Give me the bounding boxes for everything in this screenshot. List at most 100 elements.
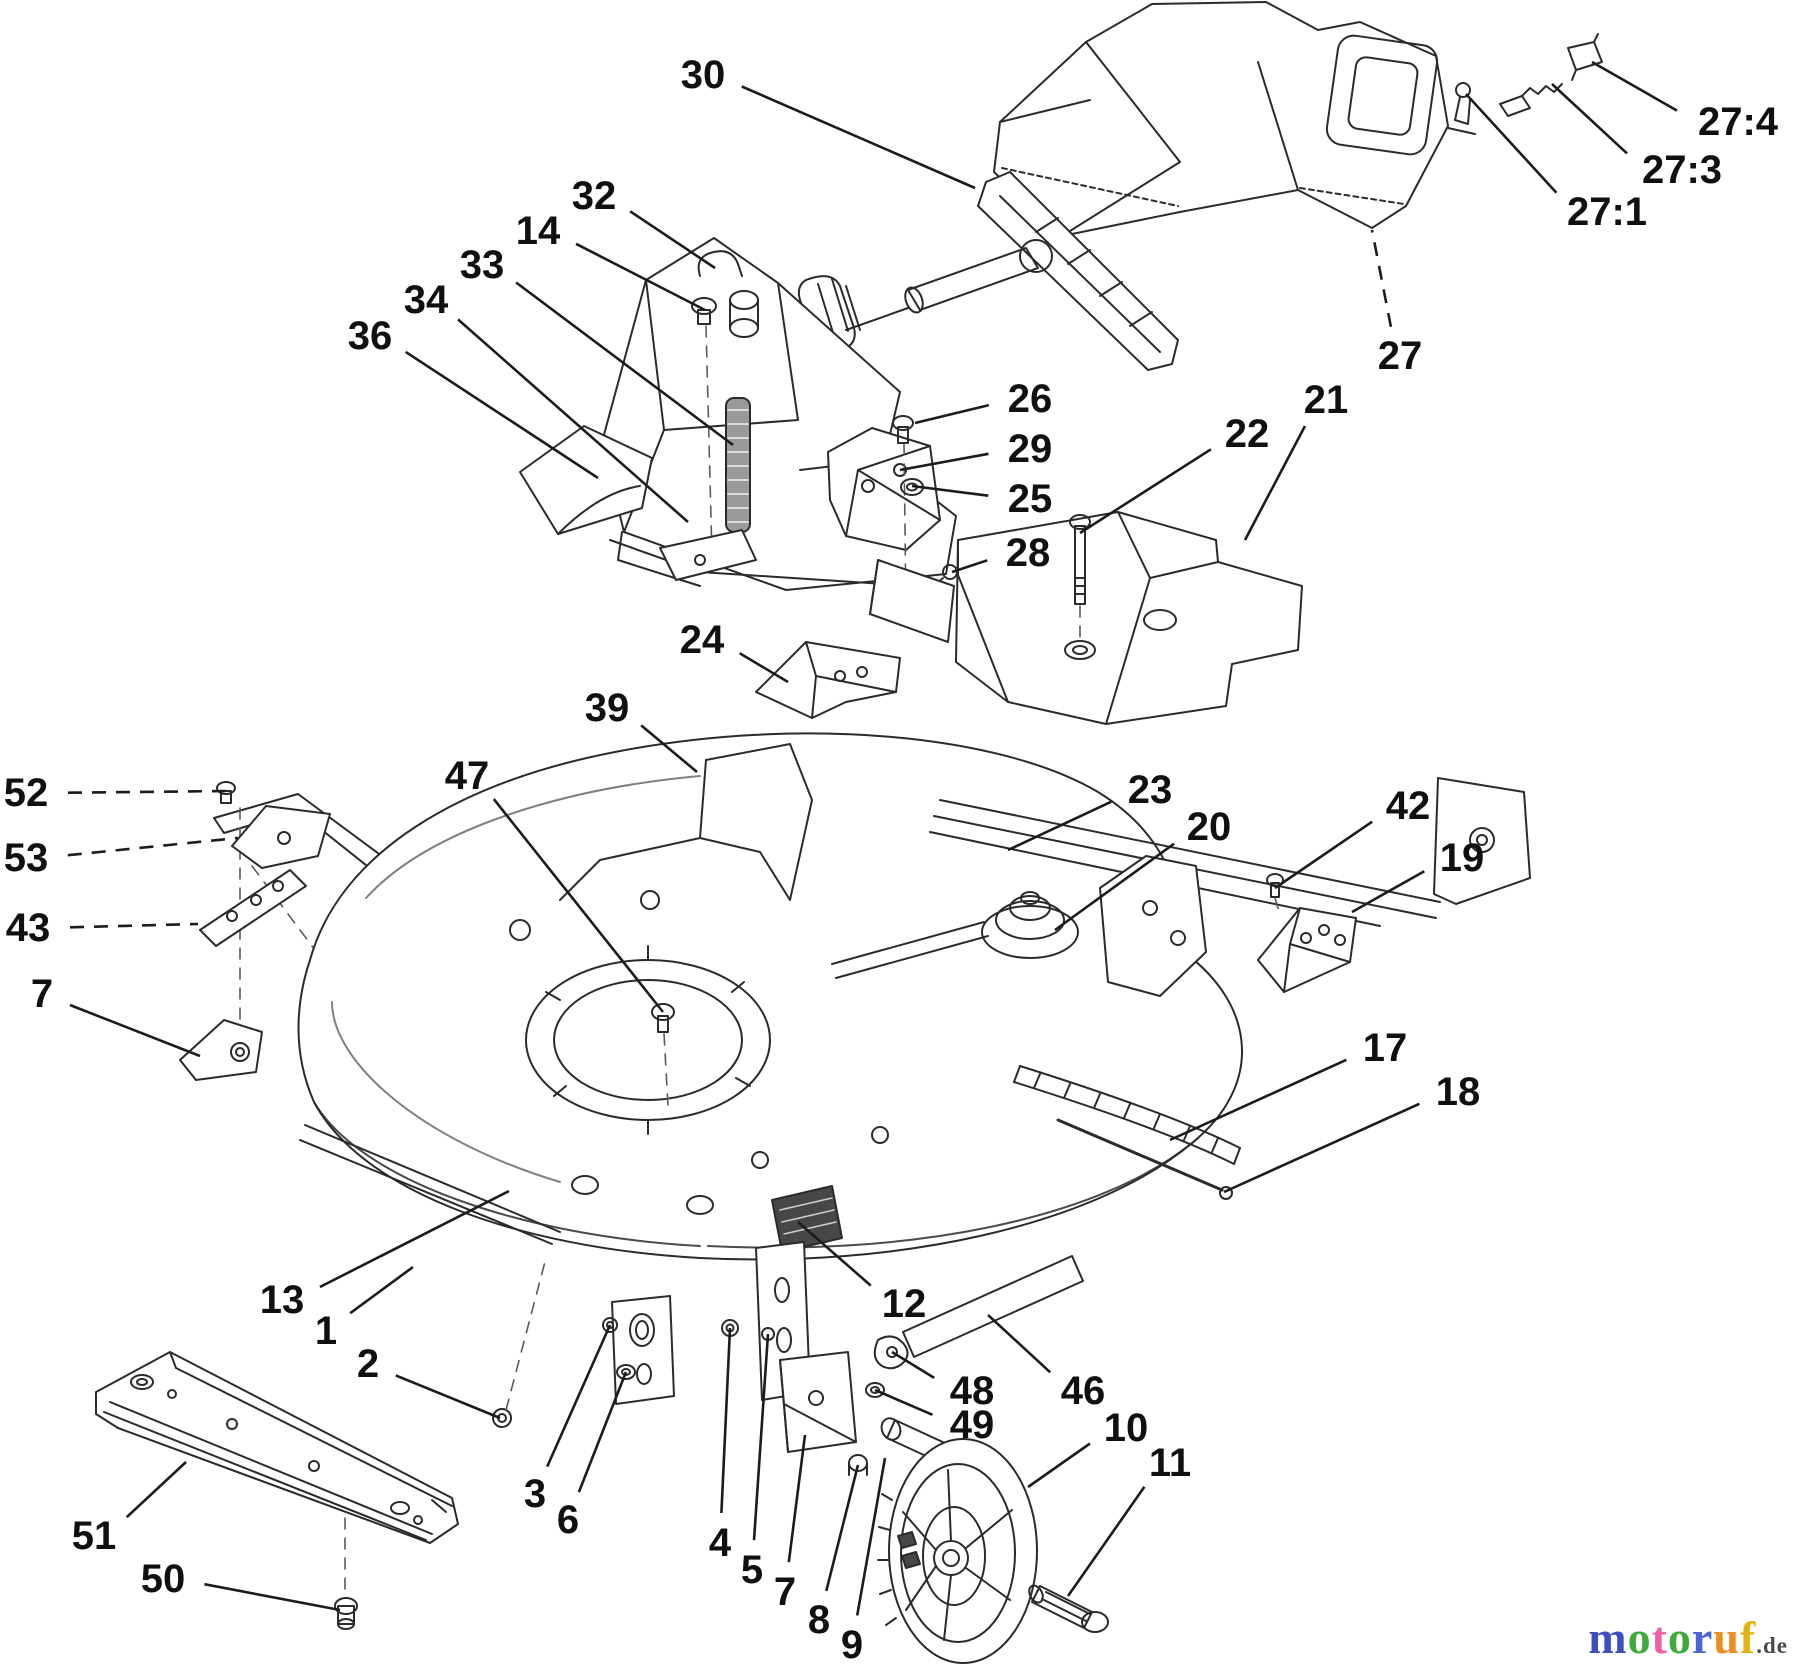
callout-number: 34 (404, 278, 449, 322)
callout-number: 9 (841, 1623, 863, 1667)
callout-leader (1223, 1102, 1420, 1194)
callout-leader (69, 1003, 201, 1058)
callout-leader (349, 1265, 414, 1315)
callout-number: 46 (1061, 1369, 1106, 1413)
callout-leader (629, 210, 716, 270)
callout-leader (457, 318, 689, 523)
part-52-bolt (216, 781, 236, 804)
callout-6: 6 (557, 1371, 628, 1542)
callout-leader (911, 484, 989, 497)
callout-number: 23 (1128, 768, 1173, 812)
callout-number: 21 (1304, 378, 1349, 422)
callout-number: 42 (1386, 784, 1431, 828)
callout-leader (575, 242, 706, 312)
part-27-hardware (1447, 33, 1603, 135)
callout-number: 19 (1440, 836, 1485, 880)
callout-number: 49 (950, 1403, 995, 1447)
brand-letter: m (1588, 1612, 1628, 1663)
callout-27-3: 27:3 (1551, 83, 1722, 192)
part-1-deck (297, 732, 1243, 1261)
callout-number: 27:3 (1642, 148, 1722, 192)
callout-24: 24 (680, 618, 789, 684)
callout-leader (1351, 870, 1425, 914)
callout-leader (577, 1371, 628, 1493)
part-43-plate (199, 869, 307, 947)
callout-3: 3 (524, 1324, 612, 1516)
callout-10: 10 (1027, 1406, 1148, 1489)
callouts-layer: 30321433343627:427:327:12726292528222124… (4, 53, 1779, 1667)
callout-leader (951, 559, 988, 574)
part-17-deflector (1013, 1065, 1241, 1165)
brand-letter: o (1667, 1612, 1692, 1663)
brand-logo[interactable]: motoruf.de (1588, 1615, 1788, 1661)
callout-number: 43 (6, 906, 51, 950)
callout-leader (1079, 448, 1212, 535)
callout-49: 49 (874, 1388, 995, 1447)
callout-9: 9 (841, 1457, 887, 1667)
callout-leader (874, 1388, 934, 1416)
part-18-rod (1056, 1118, 1233, 1200)
callout-23: 23 (1007, 768, 1173, 852)
callout-leader (914, 403, 990, 425)
callout-leader (1054, 842, 1175, 932)
callout-leader (1591, 60, 1678, 112)
callout-46: 46 (987, 1314, 1106, 1413)
callout-number: 36 (348, 314, 393, 358)
part-21-belt-cover (869, 511, 1303, 725)
callout-leader (404, 350, 599, 480)
brand-logo-letters: motoruf (1588, 1612, 1756, 1663)
callout-27-4: 27:4 (1591, 60, 1779, 144)
callout-leader (752, 1333, 770, 1541)
callout-number: 50 (141, 1557, 186, 1601)
part-24-channel (755, 641, 901, 719)
callout-7: 7 (31, 972, 201, 1058)
callout-leader (891, 1350, 935, 1380)
callout-leader (1551, 83, 1628, 155)
callout-number: 11 (1149, 1441, 1191, 1485)
callout-34: 34 (404, 278, 689, 523)
callout-leader (204, 1582, 341, 1612)
callout-12: 12 (797, 1221, 926, 1326)
callout-7: 7 (774, 1434, 807, 1614)
callout-leader (125, 1461, 187, 1519)
callout-42: 42 (1274, 784, 1431, 890)
part-7-left-bracket (179, 1019, 263, 1081)
brand-letter: f (1739, 1612, 1757, 1663)
callout-number: 24 (680, 618, 725, 662)
callout-number: 1 (315, 1309, 337, 1353)
callout-number: 5 (741, 1548, 763, 1592)
brand-letter: t (1651, 1612, 1668, 1663)
callout-leader (787, 1434, 807, 1563)
brand-letter: u (1713, 1612, 1740, 1663)
callout-8: 8 (808, 1464, 860, 1642)
callout-number: 3 (524, 1472, 546, 1516)
part-10-wheel (877, 1438, 1038, 1664)
callout-4: 4 (709, 1327, 732, 1565)
callout-leader (825, 1464, 860, 1592)
callout-leader (899, 452, 989, 472)
callout-leader (855, 1457, 887, 1616)
callout-number: 53 (4, 836, 49, 880)
brand-letter: r (1691, 1612, 1714, 1663)
callout-17: 17 (1169, 1026, 1407, 1142)
callout-number: 52 (4, 771, 49, 815)
callout-number: 13 (260, 1278, 305, 1322)
callout-30: 30 (681, 53, 976, 190)
callout-52: 52 (4, 771, 227, 815)
callout-number: 14 (516, 209, 561, 253)
part-frame-rail (831, 777, 1531, 997)
part-11-bolt (1028, 1584, 1109, 1633)
callout-number: 4 (709, 1521, 732, 1565)
part-50-bolt (334, 1597, 358, 1630)
callout-leader (741, 85, 976, 190)
callout-leader (1169, 1058, 1347, 1142)
callout-leader (640, 724, 698, 773)
callout-53: 53 (4, 836, 239, 880)
callout-number: 27:1 (1567, 190, 1647, 234)
callout-47: 47 (445, 754, 665, 1013)
part-46-decal (902, 1255, 1084, 1358)
callout-33: 33 (460, 243, 734, 447)
callout-25: 25 (911, 477, 1052, 521)
callout-number: 39 (585, 686, 630, 730)
